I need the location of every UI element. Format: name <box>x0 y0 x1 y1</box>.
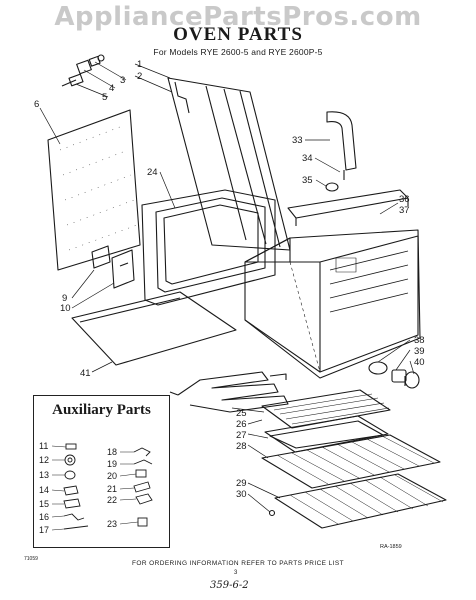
ordering-footer: FOR ORDERING INFORMATION REFER TO PARTS … <box>132 560 344 567</box>
aux-part-label: 15 <box>39 499 49 509</box>
oven-rack-upper <box>261 434 441 489</box>
callout-label: 36 <box>399 194 410 205</box>
callout-label: 34 <box>302 153 313 164</box>
bake-element <box>169 371 289 413</box>
grommet <box>325 182 339 192</box>
aux-part-label: 23 <box>107 519 117 529</box>
aux-part-20-icon <box>135 469 147 478</box>
callout-labels: 1 2 3 4 5 6 24 33 34 35 36 37 9 10 41 38… <box>34 59 425 500</box>
side-liner-panel <box>167 77 291 251</box>
aux-part-23-icon <box>137 517 148 527</box>
auxiliary-parts-box: Auxiliary Parts <box>33 395 170 548</box>
callout-label: 3 <box>120 75 125 86</box>
handwritten-note: 359-6-2 <box>210 580 249 591</box>
aux-part-label: 13 <box>39 470 49 480</box>
oven-liner <box>244 229 421 379</box>
callout-label: 6 <box>34 99 39 110</box>
auxiliary-parts-diagram: 11 12 13 14 15 16 17 18 19 20 21 22 23 <box>39 441 153 535</box>
callout-label: 35 <box>302 175 313 186</box>
callout-label: 39 <box>414 346 425 357</box>
aux-part-14-icon <box>63 485 79 496</box>
aux-part-12-icon <box>64 454 76 466</box>
aux-part-19-icon <box>133 459 153 465</box>
aux-part-label: 19 <box>107 459 117 469</box>
watermark: AppliancePartsPros.com <box>54 2 422 32</box>
vent-tube <box>326 111 357 180</box>
top-bracket <box>287 189 409 226</box>
page-title: OVEN PARTS <box>173 24 303 45</box>
model-subtitle: For Models RYE 2600-5 and RYE 2600P-5 <box>153 47 323 57</box>
aux-part-label: 22 <box>107 495 117 505</box>
aux-part-label: 17 <box>39 525 49 535</box>
aux-part-15-icon <box>63 498 81 509</box>
broiler-grid <box>261 389 391 429</box>
aux-part-17-icon <box>63 525 89 530</box>
callout-label: 30 <box>236 489 247 500</box>
callout-label: 4 <box>109 83 114 94</box>
oven-rack-lower <box>274 473 447 529</box>
aux-part-16-icon <box>63 513 85 521</box>
callout-label: 1 <box>137 59 142 70</box>
bottom-panel <box>71 291 237 366</box>
aux-part-label: 20 <box>107 471 117 481</box>
callout-label: 28 <box>236 441 247 452</box>
document-number: 71059 <box>24 556 38 562</box>
callout-label: 27 <box>236 430 247 441</box>
callout-label: 37 <box>399 205 410 216</box>
callout-label: 5 <box>102 92 107 103</box>
aux-part-label: 12 <box>39 455 49 465</box>
callout-label: 9 <box>62 293 67 304</box>
aux-part-label: 21 <box>107 484 117 494</box>
hinge-bracket <box>91 245 135 289</box>
aux-part-21-icon <box>133 481 151 493</box>
figure-code: RA-1859 <box>380 544 402 550</box>
aux-part-label: 11 <box>39 441 48 451</box>
screw <box>268 509 276 517</box>
auxiliary-parts-title: Auxiliary Parts <box>52 402 151 418</box>
aux-part-22-icon <box>135 493 153 505</box>
callout-label: 24 <box>147 167 158 178</box>
back-panel <box>47 109 141 271</box>
callout-label: 38 <box>414 335 425 346</box>
aux-part-13-icon <box>64 470 76 480</box>
leader-lines <box>39 61 415 513</box>
aux-part-label: 16 <box>39 512 49 522</box>
callout-label: 26 <box>236 419 247 430</box>
broiler-pan <box>264 415 389 453</box>
callout-label: 29 <box>236 478 247 489</box>
hinge-parts <box>61 54 105 87</box>
aux-part-18-icon <box>133 447 151 457</box>
aux-part-label: 14 <box>39 485 49 495</box>
callout-label: 41 <box>80 368 91 379</box>
callout-label: 25 <box>236 408 247 419</box>
callout-label: 2 <box>137 71 142 82</box>
aux-part-label: 18 <box>107 447 117 457</box>
aux-part-11-icon <box>65 443 77 450</box>
callout-label: 10 <box>60 303 71 314</box>
callout-label: 33 <box>292 135 303 146</box>
page-number: 3 <box>234 570 238 576</box>
callout-label: 40 <box>414 357 425 368</box>
lamp-assembly <box>368 361 420 389</box>
